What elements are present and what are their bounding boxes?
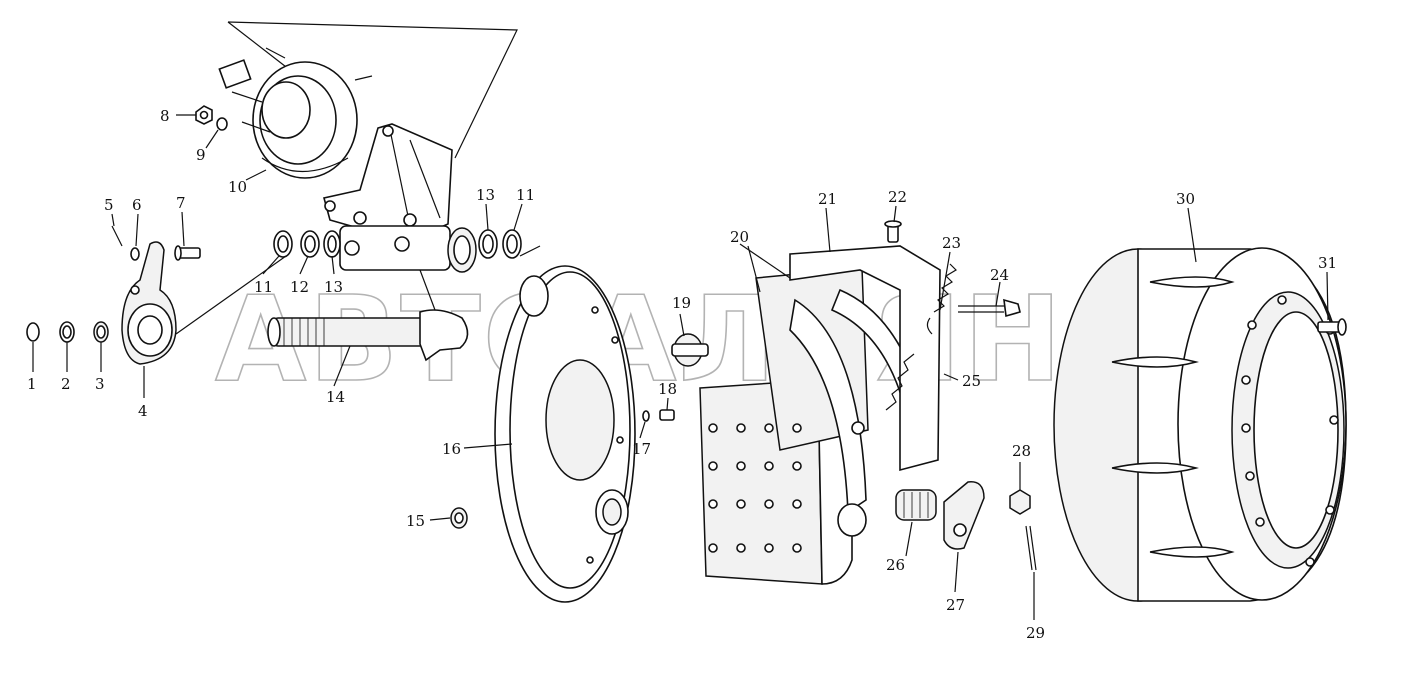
callout-1: 1 (27, 375, 37, 393)
part-23-return-spring (926, 263, 957, 335)
part-6-washer (130, 247, 140, 261)
callout-7: 7 (176, 194, 186, 212)
callout-27: 27 (946, 596, 965, 614)
leader-lines (32, 114, 1329, 620)
callout-2: 2 (61, 375, 71, 393)
callout-28: 28 (1012, 442, 1031, 460)
part-bracket (323, 123, 477, 331)
part-10-brake-chamber (218, 21, 518, 179)
callout-3: 3 (95, 375, 105, 393)
callout-21: 21 (818, 190, 837, 208)
part-2-washer (59, 321, 75, 343)
part-8-nut (195, 105, 213, 125)
callout-13-right: 13 (476, 186, 495, 204)
part-4-slack-adjuster (121, 241, 177, 365)
part-3-washer (93, 321, 109, 343)
callout-18: 18 (658, 380, 677, 398)
callout-29: 29 (1026, 624, 1045, 642)
part-7-clevis-pin (174, 245, 201, 261)
part-1-ring (26, 322, 40, 342)
part-28-castle-nut (1009, 489, 1031, 515)
callout-23: 23 (942, 234, 961, 252)
part-15-nut (450, 507, 468, 529)
callout-6: 6 (132, 196, 142, 214)
callout-10: 10 (228, 178, 247, 196)
callout-24: 24 (990, 266, 1009, 284)
part-11-seal-right (502, 229, 522, 259)
part-11-seal-left (273, 230, 293, 258)
part-13-bushing-left (323, 230, 341, 258)
callout-15: 15 (406, 512, 425, 530)
callout-31: 31 (1318, 254, 1337, 272)
part-18-bolt (659, 409, 675, 421)
callout-22: 22 (888, 188, 907, 206)
callout-30: 30 (1176, 190, 1195, 208)
part-9-washer (216, 117, 228, 131)
part-20-brake-shoes (699, 245, 941, 585)
part-12-seal (300, 230, 320, 258)
callout-14: 14 (326, 388, 345, 406)
part-24-anchor-pin (958, 298, 1021, 318)
callout-19: 19 (672, 294, 691, 312)
part-30-brake-drum (1053, 247, 1347, 602)
callout-12: 12 (290, 278, 309, 296)
part-22-pin (884, 220, 902, 243)
callout-16: 16 (442, 440, 461, 458)
part-13-bushing-right (478, 229, 498, 259)
part-29-cotter-pin (1025, 525, 1037, 571)
callout-11-left: 11 (254, 278, 273, 296)
callout-13-left: 13 (324, 278, 343, 296)
callout-5: 5 (104, 196, 114, 214)
part-27-lock-plate (943, 481, 985, 550)
callout-25: 25 (962, 372, 981, 390)
callout-9: 9 (196, 146, 206, 164)
part-14-camshaft (267, 309, 469, 362)
callout-17: 17 (632, 440, 651, 458)
part-26-bushing (895, 489, 937, 521)
part-19-roller (671, 333, 709, 367)
callout-labels: 1 2 3 4 5 6 7 8 9 10 11 12 13 13 11 14 1… (27, 107, 1337, 642)
callout-26: 26 (886, 556, 905, 574)
callout-8: 8 (160, 107, 170, 125)
callout-4: 4 (138, 402, 148, 420)
callout-20: 20 (730, 228, 749, 246)
part-31-wheel-bolt (1317, 318, 1347, 336)
callout-11-right: 11 (516, 186, 535, 204)
part-5-cotter-pin (111, 225, 123, 247)
part-25-return-spring (885, 353, 915, 411)
part-17-washer (642, 410, 650, 422)
part-16-dust-shield (494, 265, 636, 603)
